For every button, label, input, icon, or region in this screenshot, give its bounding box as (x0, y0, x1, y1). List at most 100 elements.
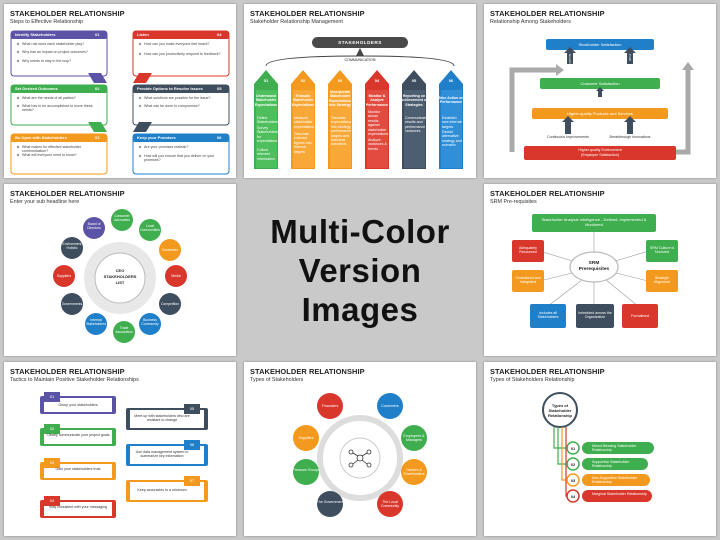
card-04-title: Listen (137, 32, 149, 37)
card-06-b2: How will you ensure that you deliver on … (144, 154, 215, 163)
col-06-title: Take Action on Performance (438, 96, 464, 105)
col-01-title: Understand Stakeholder Expectations (254, 94, 278, 107)
card-03-title: Be Open with Stakeholders (15, 135, 67, 140)
slide-relationship-among-stakeholders[interactable]: STAKEHOLDER RELATIONSHIP Relationship Am… (484, 4, 716, 178)
node-internal: Internal Stakeholders (86, 318, 106, 327)
card-01-title: Identify Stakeholders (15, 32, 56, 37)
card-02 (10, 84, 108, 132)
card-01-b1: What role does each stakeholder play? (22, 42, 85, 46)
type-employees: Employees & Managers (403, 434, 425, 443)
type-financiers: Financiers (321, 404, 339, 408)
card-06-title: Keep your Promises (137, 135, 176, 140)
type-pressure-groups: Pressure Groups (292, 468, 320, 472)
tactic-02-num: 02 (49, 426, 55, 431)
tactic-07-text: Keep accuracies to a minimum (137, 488, 187, 492)
products-bar (532, 108, 668, 119)
ribbon-07 (126, 476, 208, 502)
slide-tactics[interactable]: STAKEHOLDER RELATIONSHIP Tactics to Main… (4, 362, 236, 536)
rel-03-text: Non-Supportive Stakeholder Relationship (592, 476, 638, 485)
node-suppliers: Suppliers (56, 274, 72, 278)
customer-bar (540, 78, 660, 89)
node-trade: Trade Association (115, 326, 133, 335)
card-02-b1: What are the needs of all parties? (22, 96, 76, 100)
slide-subtitle: Types of Stakeholders Relationship (490, 377, 575, 383)
ribbon-06 (126, 440, 208, 466)
card-01 (10, 30, 108, 83)
node-customers: Customers (161, 248, 179, 252)
card-05 (132, 84, 230, 132)
col-04-num: 04 (374, 78, 380, 83)
tactic-05-num: 05 (189, 406, 195, 411)
srm-diagram (512, 214, 678, 328)
srm-diagram (254, 37, 463, 169)
tactic-06-num: 06 (189, 442, 195, 447)
tactic-01-num: 01 (49, 394, 55, 399)
col-01-num: 01 (263, 78, 269, 83)
col-03-b1: Translate expectations into strategy per… (331, 116, 352, 147)
node-consumer: Consumer Advocates (114, 214, 130, 223)
slide-types-of-stakeholders[interactable]: STAKEHOLDER RELATIONSHIP Types of Stakeh… (244, 362, 476, 536)
slide-title: STAKEHOLDER RELATIONSHIP (10, 189, 125, 198)
breakthrough-innovations: Breakthrough Innovations (609, 135, 651, 139)
node-local: Local Communities (140, 224, 160, 233)
slide-stakeholder-relationship-management[interactable]: STAKEHOLDER RELATIONSHIP Stakeholder Rel… (244, 4, 476, 178)
type-owners: Owners & Shareholders (403, 468, 425, 477)
environment-sub: (Employee Satisfaction) (581, 153, 619, 157)
stockholder-satisfaction: Stockholder Satisfaction (578, 42, 622, 47)
tactic-01-text: Group your stakeholders (58, 403, 98, 407)
srm-right-1: SRM Culture is Nurtured (649, 246, 675, 255)
srm-right-2: Strategic Alignment (654, 276, 670, 285)
rel-center-3: Relationship (547, 413, 572, 418)
type-suppliers: Suppliers (298, 436, 314, 440)
multi-color-heading: Multi-Color Version Images (244, 184, 476, 356)
network-icon (348, 449, 372, 468)
slide-title: STAKEHOLDER RELATIONSHIP (250, 9, 365, 18)
slide-title: STAKEHOLDER RELATIONSHIP (10, 9, 125, 18)
rel-01-text: Mixed Blessing Stakeholder Relationship (592, 444, 637, 453)
ribbon-02 (40, 424, 116, 446)
tactic-03-text: Gain your stakeholders trust (55, 467, 101, 471)
rel-01-num: 01 (570, 446, 576, 451)
col-06-b2: Decide alternative strategy and scenario (442, 130, 462, 148)
col-04-b1: Monitor actual results against stakehold… (368, 110, 389, 137)
rel-center-1: Types of (551, 403, 569, 408)
col-06-num: 06 (448, 78, 454, 83)
srm-bottom-2: Imbedded across the Organization (578, 311, 612, 320)
ceo-center-1: CEO (115, 268, 125, 273)
card-03 (10, 133, 108, 175)
col-02 (291, 70, 315, 169)
card-04-b1: How can you make everyone feel heard? (144, 42, 210, 46)
rel-02-text: Supportive Stakeholder Relationship (592, 460, 630, 469)
card-01-b3: Why needs to stay in the loop? (22, 59, 72, 63)
card-06-b1: Are your promises realistic? (144, 145, 189, 149)
relationship-diagram (542, 392, 654, 503)
slide-title: STAKEHOLDER RELATIONSHIP (10, 367, 125, 376)
node-business: Business Community (141, 318, 159, 327)
slide-steps-to-effective-relationship[interactable]: STAKEHOLDER RELATIONSHIP Steps to Effect… (4, 4, 236, 178)
slide-ceo-stakeholders-list[interactable]: STAKEHOLDER RELATIONSHIP Enter your sub … (4, 184, 236, 356)
srm-center-1: SRM (588, 261, 600, 266)
col-04-b2: Analyze variances & trends (368, 138, 387, 151)
srm-bottom-3: Formalised (631, 314, 649, 318)
col-06 (439, 70, 463, 169)
wheel-nodes (53, 209, 187, 343)
slide-srm-prerequisites[interactable]: STAKEHOLDER RELATIONSHIP SRM Pre-requisi… (484, 184, 716, 356)
col-02-title: Evaluate Stakeholder Expectations (291, 94, 315, 107)
customer-satisfaction: Customer Satisfaction (580, 81, 620, 86)
col-03-title: Incorporate Stakeholder Expectations Int… (328, 90, 352, 108)
col-04 (365, 70, 389, 169)
slide-types-of-stakeholders-relationship[interactable]: STAKEHOLDER RELATIONSHIP Types of Stakeh… (484, 362, 716, 536)
node-governments: Governments (61, 302, 83, 306)
node-competition: Competition (160, 302, 180, 306)
ribbon-04 (40, 496, 116, 518)
tactics-ribbons (40, 392, 208, 518)
rel-03-num: 03 (570, 478, 576, 483)
card-05-title: Provide Options to Resolve Issues (137, 86, 203, 91)
profit-label: Profit (628, 54, 632, 62)
ceo-center-2: STAKEHOLDERS (103, 274, 137, 279)
card-05-b2: What can be done to compromise? (144, 104, 200, 108)
rel-02-num: 02 (570, 462, 576, 467)
tactic-05-text: Meet up with stakeholders who are resist… (134, 414, 190, 423)
growth-label: Growth (568, 54, 572, 64)
col-01-b3: Collect relevant information (257, 148, 275, 161)
